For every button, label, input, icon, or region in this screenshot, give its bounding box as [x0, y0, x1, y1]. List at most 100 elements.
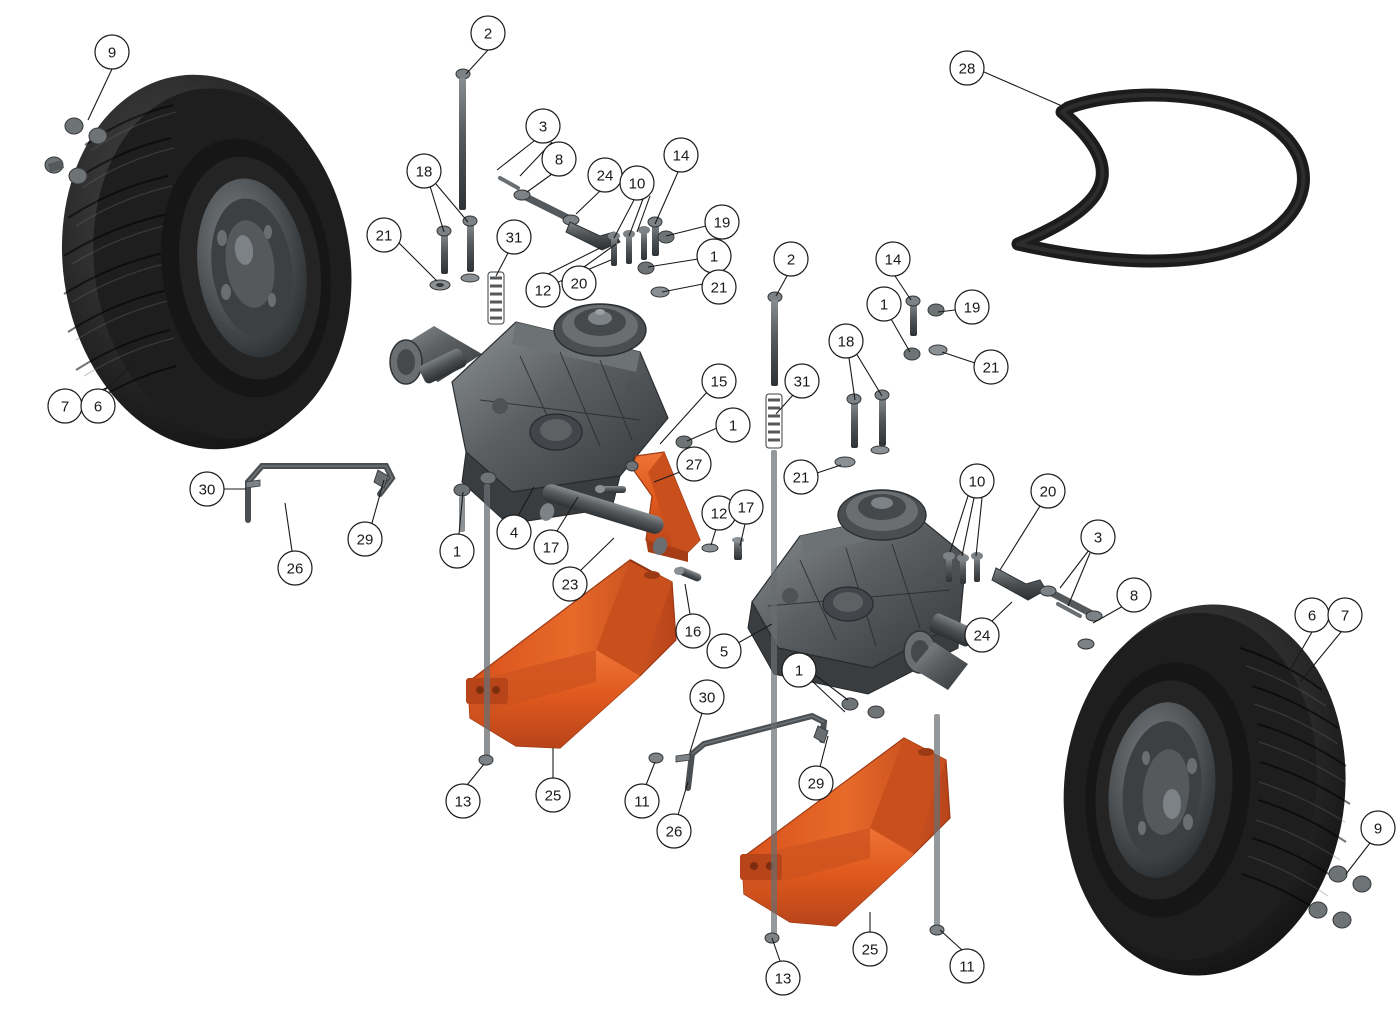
- callout-27[interactable]: 27: [676, 446, 712, 482]
- callout-1[interactable]: 1: [866, 286, 902, 322]
- callout-bubble[interactable]: [765, 960, 801, 996]
- callout-bubble[interactable]: [347, 521, 383, 557]
- callout-bubble[interactable]: [704, 204, 740, 240]
- callout-bubble[interactable]: [973, 349, 1009, 385]
- callout-bubble[interactable]: [706, 633, 742, 669]
- callout-bubble[interactable]: [866, 286, 902, 322]
- callout-bubble[interactable]: [1116, 577, 1152, 613]
- callout-bubble[interactable]: [781, 652, 817, 688]
- callout-24[interactable]: 24: [964, 617, 1000, 653]
- callout-bubble[interactable]: [784, 363, 820, 399]
- callout-17[interactable]: 17: [533, 529, 569, 565]
- callout-1[interactable]: 1: [781, 652, 817, 688]
- callout-21[interactable]: 21: [366, 217, 402, 253]
- callout-30[interactable]: 30: [689, 679, 725, 715]
- callout-1[interactable]: 1: [439, 533, 475, 569]
- callout-bubble[interactable]: [525, 272, 561, 308]
- callout-bubble[interactable]: [535, 777, 571, 813]
- callout-25[interactable]: 25: [852, 931, 888, 967]
- callout-18[interactable]: 18: [828, 323, 864, 359]
- callout-bubble[interactable]: [728, 489, 764, 525]
- callout-19[interactable]: 19: [954, 289, 990, 325]
- callout-28[interactable]: 28: [949, 50, 985, 86]
- callout-20[interactable]: 20: [561, 265, 597, 301]
- callout-31[interactable]: 31: [784, 363, 820, 399]
- callout-bubble[interactable]: [189, 471, 225, 507]
- callout-bubble[interactable]: [94, 34, 130, 70]
- callout-29[interactable]: 29: [347, 521, 383, 557]
- callout-bubble[interactable]: [689, 679, 725, 715]
- callout-3[interactable]: 3: [525, 108, 561, 144]
- callout-12[interactable]: 12: [701, 495, 737, 531]
- callout-bubble[interactable]: [1080, 519, 1116, 555]
- callout-6[interactable]: 6: [80, 388, 116, 424]
- callout-6[interactable]: 6: [1294, 597, 1330, 633]
- callout-bubble[interactable]: [552, 566, 588, 602]
- callout-10[interactable]: 10: [619, 165, 655, 201]
- callout-bubble[interactable]: [949, 50, 985, 86]
- callout-bubble[interactable]: [533, 529, 569, 565]
- callout-bubble[interactable]: [624, 783, 660, 819]
- callout-2[interactable]: 2: [773, 241, 809, 277]
- callout-16[interactable]: 16: [675, 613, 711, 649]
- callout-15[interactable]: 15: [701, 363, 737, 399]
- callout-bubble[interactable]: [828, 323, 864, 359]
- callout-20[interactable]: 20: [1030, 473, 1066, 509]
- callout-bubble[interactable]: [277, 550, 313, 586]
- callout-7[interactable]: 7: [47, 388, 83, 424]
- callout-bubble[interactable]: [445, 783, 481, 819]
- callout-bubble[interactable]: [954, 289, 990, 325]
- callout-30[interactable]: 30: [189, 471, 225, 507]
- callout-9[interactable]: 9: [1360, 810, 1396, 846]
- callout-bubble[interactable]: [656, 813, 692, 849]
- callout-bubble[interactable]: [496, 219, 532, 255]
- callout-bubble[interactable]: [1030, 473, 1066, 509]
- callout-bubble[interactable]: [406, 153, 442, 189]
- callout-bubble[interactable]: [619, 165, 655, 201]
- callout-bubble[interactable]: [852, 931, 888, 967]
- callout-bubble[interactable]: [366, 217, 402, 253]
- callout-1[interactable]: 1: [715, 407, 751, 443]
- callout-1[interactable]: 1: [696, 238, 732, 274]
- callout-bubble[interactable]: [1327, 597, 1363, 633]
- callout-21[interactable]: 21: [973, 349, 1009, 385]
- callout-21[interactable]: 21: [701, 269, 737, 305]
- callout-5[interactable]: 5: [706, 633, 742, 669]
- callout-19[interactable]: 19: [704, 204, 740, 240]
- callout-10[interactable]: 10: [959, 463, 995, 499]
- callout-18[interactable]: 18: [406, 153, 442, 189]
- callout-bubble[interactable]: [964, 617, 1000, 653]
- callout-bubble[interactable]: [80, 388, 116, 424]
- callout-13[interactable]: 13: [445, 783, 481, 819]
- callout-11[interactable]: 11: [624, 783, 660, 819]
- callout-24[interactable]: 24: [587, 157, 623, 193]
- callout-31[interactable]: 31: [496, 219, 532, 255]
- callout-14[interactable]: 14: [663, 137, 699, 173]
- callout-23[interactable]: 23: [552, 566, 588, 602]
- callout-bubble[interactable]: [1360, 810, 1396, 846]
- callout-bubble[interactable]: [439, 533, 475, 569]
- callout-bubble[interactable]: [525, 108, 561, 144]
- callout-bubble[interactable]: [701, 363, 737, 399]
- callout-bubble[interactable]: [663, 137, 699, 173]
- callout-bubble[interactable]: [773, 241, 809, 277]
- callout-bubble[interactable]: [783, 459, 819, 495]
- callout-bubble[interactable]: [675, 613, 711, 649]
- callout-bubble[interactable]: [715, 407, 751, 443]
- callout-12[interactable]: 12: [525, 272, 561, 308]
- callout-3[interactable]: 3: [1080, 519, 1116, 555]
- callout-9[interactable]: 9: [94, 34, 130, 70]
- callout-4[interactable]: 4: [496, 514, 532, 550]
- callout-26[interactable]: 26: [277, 550, 313, 586]
- callout-bubble[interactable]: [496, 514, 532, 550]
- callout-14[interactable]: 14: [875, 241, 911, 277]
- callout-29[interactable]: 29: [798, 765, 834, 801]
- callout-bubble[interactable]: [875, 241, 911, 277]
- callout-8[interactable]: 8: [1116, 577, 1152, 613]
- callout-26[interactable]: 26: [656, 813, 692, 849]
- callout-bubble[interactable]: [798, 765, 834, 801]
- callout-2[interactable]: 2: [470, 15, 506, 51]
- callout-8[interactable]: 8: [541, 141, 577, 177]
- callout-25[interactable]: 25: [535, 777, 571, 813]
- callout-bubble[interactable]: [701, 269, 737, 305]
